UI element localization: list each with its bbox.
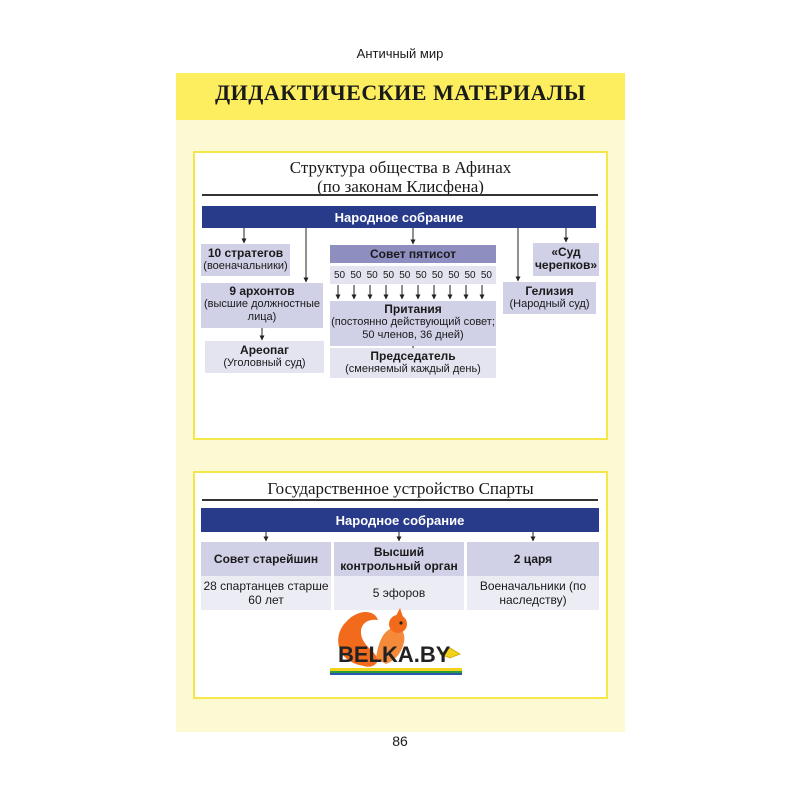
athens-assembly-bar: Народное собрание [202, 206, 596, 228]
athens-title-line1: Структура общества в Афинах [289, 158, 512, 177]
archons-title: 9 архонтов [229, 284, 295, 298]
council-number: 50 [464, 270, 476, 281]
ostracism-box: «Суд черепков» [533, 243, 599, 276]
areopagus-box: Ареопаг (Уголовный суд) [205, 341, 324, 373]
kings-head: 2 царя [467, 542, 599, 576]
chairman-box: Председатель (сменяемый каждый день) [330, 348, 496, 378]
archons-box: 9 архонтов (высшие должностные лица) [201, 283, 323, 328]
council-number: 50 [366, 270, 378, 281]
sparta-title: Государственное устройство Спарты [267, 479, 534, 498]
council-number: 50 [399, 270, 411, 281]
heliaia-box: Гелизия (Народный суд) [503, 282, 596, 314]
strategists-box: 10 стратегов (военачальники) [201, 244, 290, 276]
control-organ-head: Высший контрольный орган [334, 542, 464, 576]
control-organ-body: 5 эфоров [334, 576, 464, 610]
page-number: 86 [392, 733, 408, 749]
council-number: 50 [415, 270, 427, 281]
squirrel-logo-icon [330, 608, 462, 675]
heliaia-desc: (Народный суд) [509, 298, 590, 310]
elders-council-head: Совет старейшин [201, 542, 331, 576]
sparta-assembly-bar: Народное собрание [201, 508, 599, 532]
belka-logo: BELKA.BY [326, 596, 466, 676]
athens-title-rule [202, 194, 598, 196]
council-number: 50 [350, 270, 362, 281]
strategists-title: 10 стратегов [207, 246, 284, 260]
prytany-box: Притания (постоянно действующий совет; 5… [330, 301, 496, 346]
council-number: 50 [448, 270, 460, 281]
ostracism-title: «Суд черепков» [534, 245, 598, 272]
heliaia-title: Гелизия [525, 284, 574, 298]
title-banner [176, 73, 625, 120]
athens-title: Структура общества в Афинах (по законам … [193, 158, 608, 196]
elders-council-body: 28 спартанцев старше 60 лет [201, 576, 331, 610]
council-number: 50 [334, 270, 346, 281]
council-numbers: 50 50 50 50 50 50 50 50 50 50 [330, 266, 496, 284]
areopagus-title: Ареопаг [240, 343, 289, 357]
chairman-desc: (сменяемый каждый день) [345, 363, 481, 375]
running-head: Античный мир [356, 46, 444, 61]
chairman-title: Председатель [370, 349, 456, 363]
sparta-title-rule [202, 499, 598, 501]
strategists-desc: (военачальники) [203, 260, 288, 272]
prytany-desc: (постоянно действующий совет; 50 членов,… [331, 316, 495, 341]
council-number: 50 [382, 270, 395, 281]
logo-text: BELKA.BY [338, 642, 451, 667]
banner-title: ДИДАКТИЧЕСКИЕ МАТЕРИАЛЫ [215, 80, 586, 105]
council-number: 50 [480, 270, 492, 281]
prytany-title: Притания [384, 302, 442, 316]
kings-body: Военачальники (по наследству) [467, 576, 599, 610]
council-bar: Совет пятисот [330, 245, 496, 263]
archons-desc: (высшие должностные лица) [204, 298, 320, 323]
areopagus-desc: (Уголовный суд) [223, 357, 306, 369]
athens-title-line2: (по законам Клисфена) [317, 177, 484, 196]
council-number: 50 [431, 270, 443, 281]
